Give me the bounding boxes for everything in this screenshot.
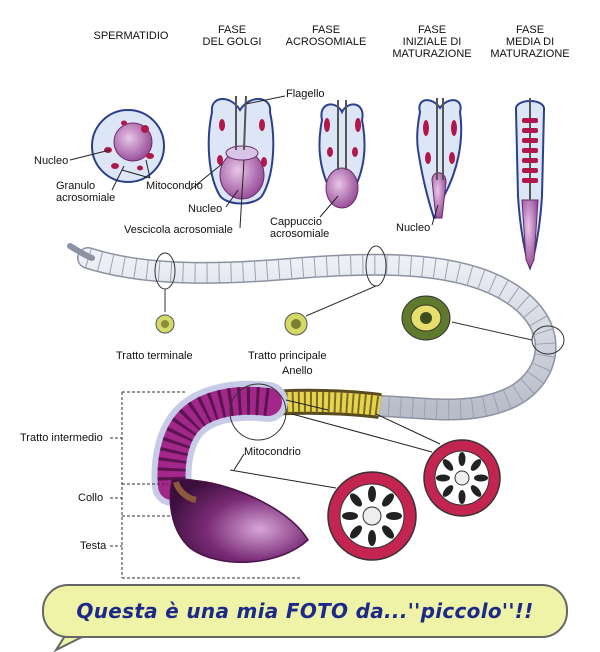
label-anello: Anello [282, 365, 313, 377]
initial-maturation-cell [416, 98, 463, 220]
header-mid-line2: MEDIA DI [505, 36, 555, 48]
header-golgi-line1: FASE [217, 24, 247, 36]
speech-bubble: Questa è una mia FOTO da...''piccolo''!! [42, 584, 568, 638]
label-mitocondrio-1: Mitocondrio [146, 180, 203, 192]
label-testa: Testa [80, 540, 107, 552]
label-tratto-intermedio: Tratto intermedio [20, 432, 103, 444]
cross-section-terminal [155, 314, 175, 334]
spermatidio-cell [91, 109, 165, 183]
top-leader-lines [69, 95, 439, 229]
label-nucleo-1: Nucleo [34, 155, 69, 167]
label-cappuccio-line1: Cappuccio [270, 216, 322, 228]
cross-section-midpiece [401, 295, 451, 341]
header-initial-line2: INIZIALE DI [402, 36, 462, 48]
label-mitocondrio-2: Mitocondrio [244, 446, 301, 458]
sperm-head-assembly [151, 380, 309, 563]
acrosomal-phase-cell [318, 100, 366, 209]
header-initial-line3: MATURAZIONE [392, 48, 472, 60]
sperm-tail [67, 243, 557, 421]
speech-bubble-text: Questa è una mia FOTO da...''piccolo''!! [76, 599, 534, 623]
header-acro-line1: FASE [311, 24, 341, 36]
header-initial-line1: FASE [417, 24, 447, 36]
label-granulo-line1: Granulo [56, 180, 96, 192]
header-golgi-line2: DEL GOLGI [202, 36, 262, 48]
golgi-phase-cell [207, 95, 275, 205]
label-tratto-terminale: Tratto terminale [116, 350, 193, 362]
magnifier-circles [154, 245, 565, 441]
lower-leader-lines [229, 399, 441, 489]
mid-maturation-cell [515, 98, 545, 271]
region-bracket [110, 391, 300, 579]
label-vescicola-acrosomiale: Vescicola acrosomiale [124, 224, 233, 236]
label-collo: Collo [78, 492, 104, 504]
header-initial-maturation: FASE INIZIALE DI MATURAZIONE [382, 24, 482, 60]
header-acrosomal-phase: FASE ACROSOMIALE [278, 24, 374, 48]
label-flagello: Flagello [286, 88, 325, 100]
label-granulo-line2: acrosomiale [56, 192, 116, 204]
label-nucleo-2: Nucleo [188, 203, 223, 215]
header-spermatidio-text: SPERMATIDIO [93, 30, 169, 42]
header-acro-line2: ACROSOMIALE [285, 36, 367, 48]
label-granulo-acrosomiale: Granulo acrosomiale [56, 180, 115, 204]
header-mid-maturation: FASE MEDIA DI MATURAZIONE [480, 24, 580, 60]
header-mid-line3: MATURAZIONE [490, 48, 570, 60]
cross-section-large-2 [423, 439, 501, 517]
header-spermatidio: SPERMATIDIO [86, 30, 176, 42]
label-nucleo-3: Nucleo [396, 222, 431, 234]
label-cappuccio-line2: acrosomiale [270, 228, 330, 240]
cross-section-large-1 [327, 471, 417, 561]
cross-section-principal [284, 312, 308, 336]
label-cappuccio-acrosomiale: Cappuccio acrosomiale [270, 216, 329, 240]
label-tratto-principale: Tratto principale [248, 350, 327, 362]
header-mid-line1: FASE [515, 24, 545, 36]
header-golgi-phase: FASE DEL GOLGI [190, 24, 274, 48]
